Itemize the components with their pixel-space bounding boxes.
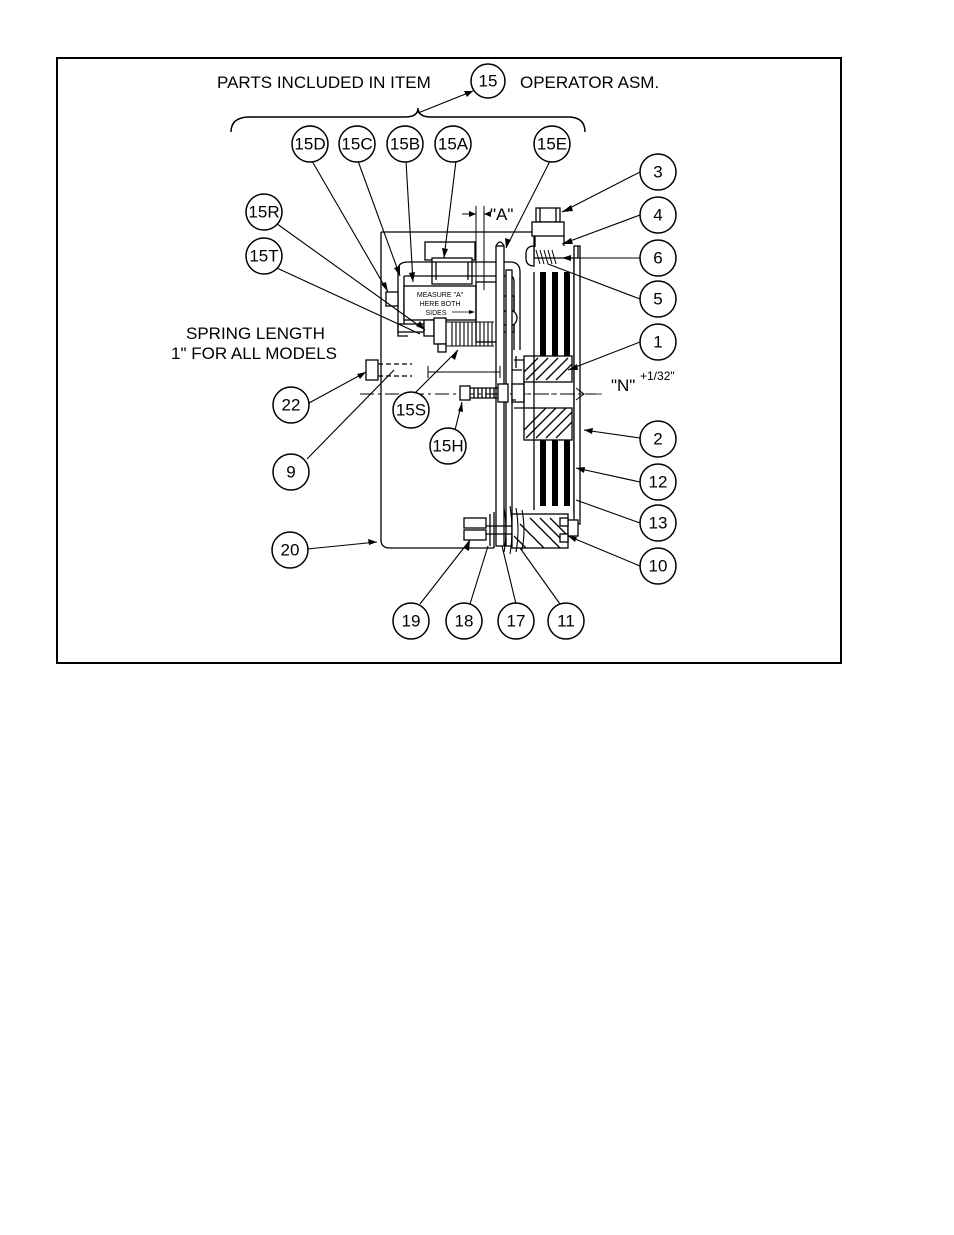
svg-text:17: 17 [507, 612, 526, 631]
svg-text:6: 6 [653, 249, 662, 268]
svg-text:13: 13 [649, 514, 668, 533]
measure-note-line3: SIDES [425, 310, 446, 317]
svg-text:9: 9 [286, 463, 295, 482]
svg-text:12: 12 [649, 473, 668, 492]
callout-3: 3 [640, 154, 676, 190]
callout-15c: 15C [339, 126, 375, 162]
dimension-n-label: "N" [611, 376, 635, 395]
svg-text:10: 10 [649, 557, 668, 576]
leader-lines [266, 161, 640, 604]
callout-15s: 15S [393, 392, 429, 428]
svg-text:11: 11 [557, 612, 575, 631]
svg-text:15B: 15B [390, 135, 420, 154]
dimension-n-tolerance: +1/32" [640, 369, 675, 383]
svg-text:22: 22 [282, 396, 301, 415]
callout-22: 22 [273, 387, 309, 423]
svg-text:15D: 15D [294, 135, 325, 154]
measure-note-line2: HERE BOTH [420, 301, 461, 308]
svg-text:2: 2 [653, 430, 662, 449]
callout-13: 13 [640, 505, 676, 541]
svg-text:5: 5 [653, 290, 662, 309]
callout-15e: 15E [534, 126, 570, 162]
spring-note-line2: 1" FOR ALL MODELS [171, 344, 337, 363]
callout-15a: 15A [435, 126, 471, 162]
callout-15d: 15D [292, 126, 328, 162]
callout-17: 17 [498, 603, 534, 639]
callout-11: 11 [548, 603, 584, 639]
svg-text:15H: 15H [432, 437, 463, 456]
header-suffix: OPERATOR ASM. [520, 73, 659, 92]
svg-text:15: 15 [479, 72, 498, 91]
callout-9: 9 [273, 454, 309, 490]
callout-10: 10 [640, 548, 676, 584]
callout-15r: 15R [246, 194, 282, 230]
svg-text:15E: 15E [537, 135, 567, 154]
callout-15: 15 [471, 64, 505, 98]
svg-text:15S: 15S [396, 401, 426, 420]
svg-text:15A: 15A [438, 135, 469, 154]
svg-text:15R: 15R [248, 203, 279, 222]
measure-note-line1: MEASURE "A" [417, 292, 464, 299]
callout-15h: 15H [430, 428, 466, 464]
svg-text:15T: 15T [249, 247, 278, 266]
header-leader [418, 91, 473, 113]
callout-15t: 15T [246, 238, 282, 274]
callout-12: 12 [640, 464, 676, 500]
svg-text:19: 19 [402, 612, 421, 631]
svg-text:18: 18 [455, 612, 474, 631]
callout-2: 2 [640, 421, 676, 457]
svg-text:20: 20 [281, 541, 300, 560]
mechanism-drawing [360, 208, 596, 554]
dimension-a-label: "A" [490, 205, 513, 224]
svg-text:15C: 15C [341, 135, 372, 154]
callout-6: 6 [640, 240, 676, 276]
callout-5: 5 [640, 281, 676, 317]
header-prefix: PARTS INCLUDED IN ITEM [217, 73, 431, 92]
callout-4: 4 [640, 197, 676, 233]
callout-19: 19 [393, 603, 429, 639]
callout-15b: 15B [387, 126, 423, 162]
svg-text:4: 4 [653, 206, 662, 225]
callout-18: 18 [446, 603, 482, 639]
callout-1: 1 [640, 324, 676, 360]
callout-20: 20 [272, 532, 308, 568]
svg-text:3: 3 [653, 163, 662, 182]
spring-note-line1: SPRING LENGTH [186, 324, 325, 343]
svg-text:1: 1 [653, 333, 662, 352]
